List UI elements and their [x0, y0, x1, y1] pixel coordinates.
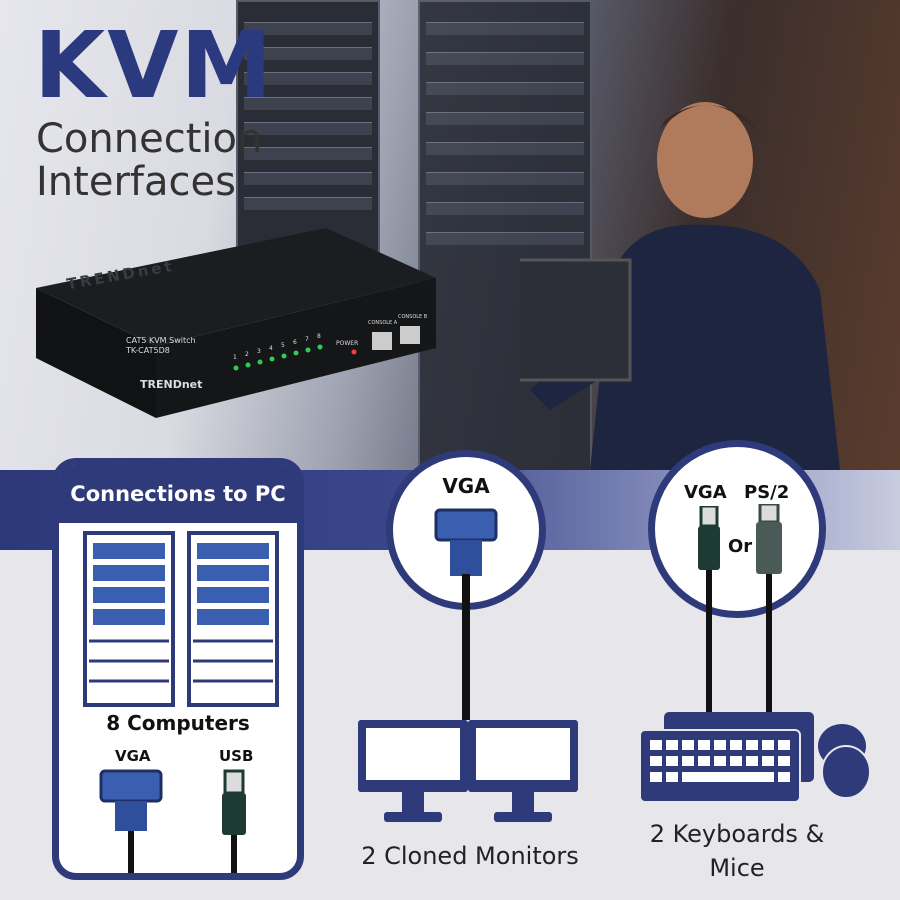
- input-devices-circle: [648, 440, 826, 618]
- server-rack: [236, 0, 380, 254]
- port-number: 4: [269, 345, 273, 352]
- pc-card-heading: Connections to PC: [59, 465, 297, 523]
- ps2-connector-icon: [756, 504, 782, 598]
- kvm-switch-device: TRENDnet CAT5 KVM Switch TK-CAT5D8 TREND…: [36, 228, 436, 432]
- monitors-caption: 2 Cloned Monitors: [361, 842, 579, 870]
- vga-connector-icon: [99, 769, 163, 873]
- input-ps2-label: PS/2: [744, 482, 790, 503]
- input-caption: 2 Keyboards & Mice: [649, 820, 825, 882]
- console-b-label: CONSOLE B: [398, 314, 428, 320]
- device-brand-front: TRENDnet: [140, 378, 203, 391]
- or-label: Or: [728, 536, 753, 557]
- usb-connector-icon: [698, 506, 720, 598]
- port-number: 7: [305, 336, 309, 343]
- page-subtitle: Connection Interfaces: [36, 116, 263, 206]
- console-a-label: CONSOLE A: [368, 320, 398, 326]
- monitors-icon: [358, 720, 578, 822]
- device-model-line1: CAT5 KVM Switch: [126, 336, 196, 345]
- power-label: POWER: [336, 340, 359, 347]
- port-number: 1: [233, 354, 237, 361]
- port-number: 6: [293, 339, 297, 346]
- keyboards-mice-icon: [640, 712, 871, 803]
- monitor-connector-label: VGA: [442, 474, 490, 498]
- pc-connections-card: Connections to PC 8 Computers VGA USB: [52, 458, 304, 880]
- port-number: 5: [281, 342, 285, 349]
- keyboard-cable: [706, 598, 712, 714]
- computer-count: 8 Computers: [106, 711, 250, 735]
- usb-label: USB: [219, 747, 254, 765]
- usb-connector-icon: [222, 769, 246, 873]
- technician-figure: [520, 102, 840, 470]
- port-number: 2: [245, 351, 249, 358]
- input-vga-label: VGA: [684, 482, 727, 503]
- port-number: 3: [257, 348, 261, 355]
- vga-label: VGA: [115, 747, 151, 765]
- vga-cable: [462, 574, 470, 720]
- port-number: 8: [317, 333, 321, 340]
- server-racks-icon: [83, 531, 279, 707]
- device-model-line2: TK-CAT5D8: [126, 346, 170, 355]
- keyboard-cable: [766, 598, 772, 714]
- vga-connector-icon: [434, 508, 498, 576]
- page-title: KVM: [34, 12, 275, 119]
